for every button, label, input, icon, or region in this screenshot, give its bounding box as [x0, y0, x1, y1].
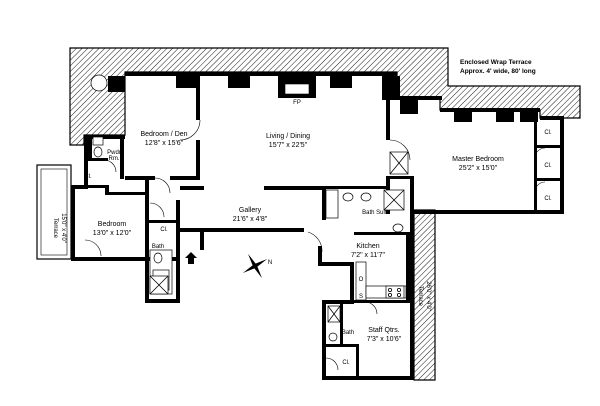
wall-piers: [108, 76, 538, 122]
appliance-stove: S: [359, 294, 363, 300]
outer-walls: [71, 72, 564, 380]
fp-label: FP: [293, 100, 301, 106]
pwdr-name: Pwdr: [107, 150, 121, 156]
closet-label: Cl.: [544, 196, 552, 202]
living-dining-dim: 15'7" x 22'5": [269, 142, 308, 149]
appliance-oven: O: [359, 277, 364, 283]
entry-arrow-icon: [185, 252, 197, 264]
closet-label: Cl.: [84, 174, 92, 180]
wrap-terrace-dim: Approx. 4' wide, 80' long: [460, 68, 536, 75]
room-labels: Enclosed Wrap Terrace Approx. 4' wide, 8…: [52, 59, 536, 343]
terrace-right-dim: 26'0" x 4'0": [425, 281, 431, 311]
master-bedroom-name: Master Bedroom: [452, 156, 504, 163]
bedroom-den-name: Bedroom / Den: [140, 131, 187, 138]
kitchen-dim: 7'2" x 11'7": [351, 252, 385, 259]
interior-walls: [75, 76, 560, 376]
staff-qtrs-dim: 7'3" x 10'6": [367, 336, 402, 343]
gallery-dim: 21'6" x 4'8": [233, 216, 268, 223]
gallery-name: Gallery: [239, 207, 262, 214]
bedroom-dim: 13'0" x 12'0": [93, 230, 132, 237]
closet-labels: Cl. Cl. Cl. Cl. Cl. Cl.: [84, 130, 552, 366]
door-swings: [84, 119, 546, 371]
closet-label: Cl.: [544, 130, 552, 136]
terrace-left-name: Terrace: [52, 218, 58, 239]
bath-suite-name: Bath Suite: [362, 210, 390, 216]
wrap-terrace-name: Enclosed Wrap Terrace: [460, 59, 532, 66]
closet-label: Cl.: [544, 163, 552, 169]
living-dining-name: Living / Dining: [266, 133, 310, 140]
terrace-left-box: [36, 164, 72, 260]
terrace-table: [90, 74, 108, 92]
bath-left-name: Bath: [152, 244, 164, 250]
staff-qtrs-name: Staff Qtrs.: [368, 327, 399, 334]
fixtures: [90, 74, 409, 342]
bedroom-name: Bedroom: [98, 221, 127, 228]
closet-label: Cl.: [160, 227, 168, 233]
bedroom-den-dim: 12'8" x 15'6": [145, 140, 184, 147]
master-bedroom-dim: 25'2" x 15'0": [459, 165, 498, 172]
pwdr-name2: Rm.: [109, 156, 120, 162]
bath-staff-name: Bath: [342, 330, 354, 336]
kitchen-name: Kitchen: [356, 243, 379, 250]
terrace-left-dim: 15'0" x 4'0": [60, 213, 66, 243]
compass-north: N: [268, 260, 272, 266]
terrace-right-name: Terrace: [417, 286, 423, 307]
compass-icon: [242, 253, 268, 279]
closet-label: Cl.: [342, 360, 350, 366]
